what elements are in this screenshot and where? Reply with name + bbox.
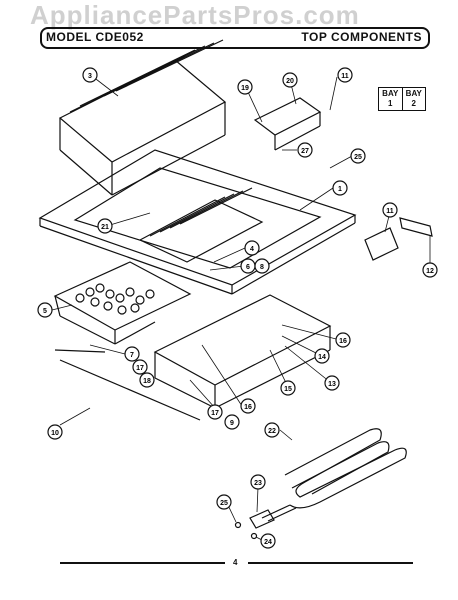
cooktop-frame-part bbox=[38, 149, 357, 295]
svg-text:7: 7 bbox=[130, 352, 134, 359]
svg-text:6: 6 bbox=[246, 264, 250, 271]
callout-8: 8 bbox=[254, 258, 270, 274]
callout-20: 20 bbox=[282, 72, 298, 88]
svg-text:16: 16 bbox=[244, 404, 252, 411]
bay-2-label: BAY 2 bbox=[405, 89, 422, 108]
callout-22: 22 bbox=[264, 422, 280, 438]
svg-text:17: 17 bbox=[136, 365, 144, 372]
page-number: 4 bbox=[233, 558, 238, 567]
svg-text:25: 25 bbox=[220, 500, 228, 507]
svg-text:16: 16 bbox=[339, 338, 347, 345]
screw-24 bbox=[250, 532, 258, 540]
svg-text:1: 1 bbox=[338, 186, 342, 193]
callout-16-right: 16 bbox=[335, 332, 351, 348]
rock-pan-part bbox=[53, 261, 192, 345]
callout-4: 4 bbox=[244, 240, 260, 256]
footer-rule-right bbox=[248, 562, 413, 564]
element-rod-part bbox=[59, 359, 201, 421]
callout-9: 9 bbox=[224, 414, 240, 430]
svg-text:17: 17 bbox=[211, 410, 219, 417]
watermark: AppliancePartsPros.com bbox=[30, 0, 360, 30]
header-frame bbox=[40, 27, 430, 49]
svg-text:19: 19 bbox=[241, 85, 249, 92]
svg-text:12: 12 bbox=[426, 268, 434, 275]
svg-text:5: 5 bbox=[43, 308, 47, 315]
callout-6: 6 bbox=[240, 258, 256, 274]
burner-box-part bbox=[153, 294, 332, 409]
svg-text:10: 10 bbox=[51, 430, 59, 437]
heating-element-part bbox=[261, 428, 407, 522]
center-grate-part bbox=[138, 187, 264, 263]
callout-27: 27 bbox=[297, 142, 313, 158]
callout-14: 14 bbox=[314, 348, 330, 364]
svg-text:13: 13 bbox=[328, 381, 336, 388]
svg-text:4: 4 bbox=[250, 246, 254, 253]
svg-text:11: 11 bbox=[341, 73, 349, 80]
svg-text:25: 25 bbox=[354, 154, 362, 161]
callout-12: 12 bbox=[422, 262, 438, 278]
callout-23: 23 bbox=[250, 474, 266, 490]
bracket-part bbox=[253, 97, 322, 151]
callout-17-left: 17 bbox=[132, 359, 148, 375]
svg-text:9: 9 bbox=[230, 420, 234, 427]
svg-text:8: 8 bbox=[260, 264, 264, 271]
terminal-part bbox=[249, 509, 275, 529]
svg-text:20: 20 bbox=[286, 78, 294, 85]
svg-text:27: 27 bbox=[301, 148, 309, 155]
callout-18-left: 18 bbox=[139, 372, 155, 388]
callout-5: 5 bbox=[37, 302, 53, 318]
svg-text:14: 14 bbox=[318, 354, 326, 361]
callout-16-bottom: 16 bbox=[240, 398, 256, 414]
callout-1: 1 bbox=[332, 180, 348, 196]
terminal-block-part bbox=[364, 217, 433, 261]
callout-3: 3 bbox=[82, 67, 98, 83]
callout-13: 13 bbox=[324, 375, 340, 391]
svg-text:23: 23 bbox=[254, 480, 262, 487]
svg-text:21: 21 bbox=[101, 224, 109, 231]
svg-text:3: 3 bbox=[88, 73, 92, 80]
callout-17-bottom: 17 bbox=[207, 404, 223, 420]
callout-19: 19 bbox=[237, 79, 253, 95]
callout-15: 15 bbox=[280, 380, 296, 396]
callout-10: 10 bbox=[47, 424, 63, 440]
svg-text:15: 15 bbox=[284, 386, 292, 393]
screw-25 bbox=[234, 521, 242, 529]
footer-rule-left bbox=[60, 562, 225, 564]
bay-1-label: BAY 1 bbox=[379, 88, 403, 110]
svg-text:11: 11 bbox=[386, 208, 394, 215]
callout-7: 7 bbox=[124, 346, 140, 362]
callout-24: 24 bbox=[260, 533, 276, 549]
svg-text:24: 24 bbox=[264, 539, 272, 546]
callout-11-right: 11 bbox=[382, 202, 398, 218]
svg-text:18: 18 bbox=[143, 378, 151, 385]
bay-legend: BAY 1 BAY 2 bbox=[378, 87, 426, 111]
callout-21: 21 bbox=[97, 218, 113, 234]
callout-11-top: 11 bbox=[337, 67, 353, 83]
callout-25-bottom: 25 bbox=[216, 494, 232, 510]
callout-25-top: 25 bbox=[350, 148, 366, 164]
svg-text:22: 22 bbox=[268, 428, 276, 435]
section-title: TOP COMPONENTS bbox=[301, 30, 422, 44]
grill-grate-part bbox=[58, 39, 227, 196]
model-label: MODEL CDE052 bbox=[46, 30, 144, 44]
